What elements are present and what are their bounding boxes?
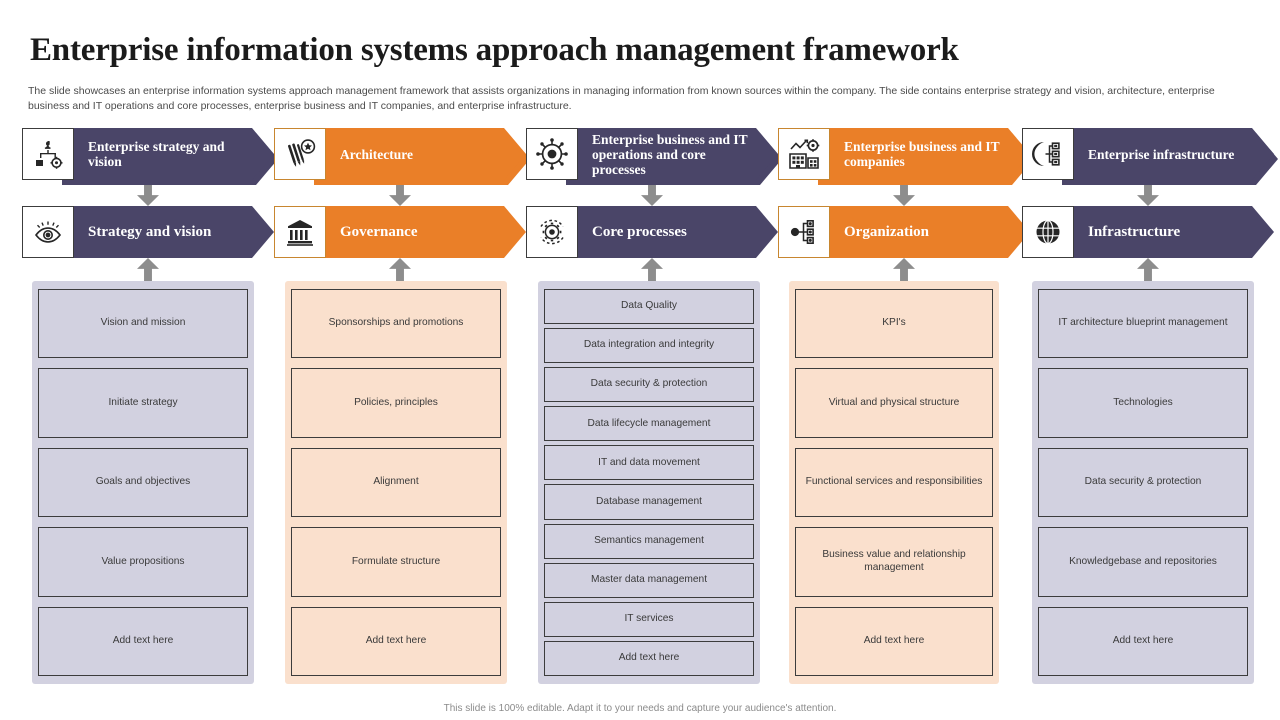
- sub-header-label: Infrastructure: [1088, 223, 1181, 240]
- top-header-arrow[interactable]: Enterprise strategy and vision: [58, 128, 274, 180]
- list-item[interactable]: Add text here: [1038, 606, 1248, 676]
- list-item[interactable]: Data security & protection: [1038, 447, 1248, 518]
- drafting-tools-star-icon: [274, 128, 326, 180]
- gear-circle-icon: [526, 206, 578, 258]
- list-item[interactable]: Data security & protection: [544, 367, 754, 403]
- factory-chart-gear-icon: [778, 128, 830, 180]
- bank-building-icon: [274, 206, 326, 258]
- page-title: Enterprise information systems approach …: [30, 32, 959, 68]
- list-item[interactable]: Formulate structure: [291, 527, 501, 597]
- framework-column-3: Enterprise business and IT operations an…: [526, 128, 778, 284]
- sub-header-arrow[interactable]: Core processes: [562, 206, 778, 258]
- server-rack-icon: [1022, 128, 1074, 180]
- list-item[interactable]: Technologies: [1038, 368, 1248, 438]
- arrow-up-icon: [641, 258, 663, 284]
- arrow-down-icon: [641, 180, 663, 206]
- list-item[interactable]: Sponsorships and promotions: [291, 289, 501, 359]
- top-header-arrow[interactable]: Enterprise business and IT companies: [814, 128, 1030, 180]
- list-item[interactable]: Data integration and integrity: [544, 328, 754, 364]
- arrow-down-icon: [1137, 180, 1159, 206]
- column-top-header-4[interactable]: Enterprise business and IT companies: [778, 128, 1030, 180]
- top-header-label: Enterprise business and IT operations an…: [592, 131, 748, 177]
- sub-header-arrow[interactable]: Infrastructure: [1058, 206, 1274, 258]
- top-header-arrow[interactable]: Enterprise business and IT operations an…: [562, 128, 778, 180]
- eye-vision-icon: [22, 206, 74, 258]
- top-header-arrow[interactable]: Architecture: [310, 128, 526, 180]
- list-item[interactable]: Add text here: [291, 606, 501, 676]
- globe-grid-icon: [1022, 206, 1074, 258]
- list-item[interactable]: Vision and mission: [38, 289, 248, 359]
- sub-header-label: Organization: [844, 223, 929, 240]
- column-sub-header-3[interactable]: Core processes: [526, 206, 778, 258]
- column-sub-header-2[interactable]: Governance: [274, 206, 526, 258]
- sub-header-arrow[interactable]: Governance: [310, 206, 526, 258]
- list-item[interactable]: Goals and objectives: [38, 447, 248, 518]
- list-item[interactable]: Database management: [544, 484, 754, 520]
- list-item[interactable]: Policies, principles: [291, 368, 501, 438]
- sub-header-arrow[interactable]: Organization: [814, 206, 1030, 258]
- list-item[interactable]: KPI's: [795, 289, 993, 359]
- arrow-down-icon: [893, 180, 915, 206]
- org-chart-icon: [778, 206, 830, 258]
- column-top-header-3[interactable]: Enterprise business and IT operations an…: [526, 128, 778, 180]
- list-item[interactable]: Data lifecycle management: [544, 406, 754, 442]
- column-top-header-5[interactable]: Enterprise infrastructure: [1022, 128, 1274, 180]
- list-item[interactable]: IT services: [544, 601, 754, 637]
- column-sub-header-1[interactable]: Strategy and vision: [22, 206, 274, 258]
- list-item[interactable]: Add text here: [544, 640, 754, 676]
- top-header-label: Enterprise strategy and vision: [88, 139, 225, 169]
- sub-header-label: Governance: [340, 223, 418, 240]
- slide-description: The slide showcases an enterprise inform…: [28, 85, 1215, 112]
- list-item[interactable]: Add text here: [795, 606, 993, 676]
- list-item[interactable]: Master data management: [544, 562, 754, 598]
- arrow-up-icon: [137, 258, 159, 284]
- column-top-header-2[interactable]: Architecture: [274, 128, 526, 180]
- list-item[interactable]: Value propositions: [38, 527, 248, 597]
- column-sub-header-5[interactable]: Infrastructure: [1022, 206, 1274, 258]
- list-item[interactable]: IT and data movement: [544, 445, 754, 481]
- arrow-up-icon: [893, 258, 915, 284]
- arrow-up-icon: [389, 258, 411, 284]
- top-header-arrow[interactable]: Enterprise infrastructure: [1058, 128, 1274, 180]
- slide-footer-note: This slide is 100% editable. Adapt it to…: [443, 703, 837, 714]
- list-item[interactable]: Virtual and physical structure: [795, 368, 993, 438]
- arrow-down-icon: [137, 180, 159, 206]
- sub-header-label: Strategy and vision: [88, 223, 212, 240]
- gear-network-icon: [526, 128, 578, 180]
- list-item[interactable]: Add text here: [38, 606, 248, 676]
- column-sub-header-4[interactable]: Organization: [778, 206, 1030, 258]
- list-item[interactable]: Business value and relationship manageme…: [795, 527, 993, 597]
- sub-header-label: Core processes: [592, 223, 687, 240]
- list-item[interactable]: Data Quality: [544, 289, 754, 325]
- list-item[interactable]: Semantics management: [544, 523, 754, 559]
- list-item[interactable]: Initiate strategy: [38, 368, 248, 438]
- list-item[interactable]: Alignment: [291, 447, 501, 518]
- list-item[interactable]: Knowledgebase and repositories: [1038, 527, 1248, 597]
- column-top-header-1[interactable]: Enterprise strategy and vision: [22, 128, 274, 180]
- sub-header-arrow[interactable]: Strategy and vision: [58, 206, 274, 258]
- arrow-up-icon: [1137, 258, 1159, 284]
- top-header-label: Enterprise infrastructure: [1088, 146, 1235, 162]
- top-header-label: Enterprise business and IT companies: [844, 139, 1000, 169]
- strategy-chess-gear-icon: [22, 128, 74, 180]
- list-item[interactable]: Functional services and responsibilities: [795, 447, 993, 518]
- arrow-down-icon: [389, 180, 411, 206]
- top-header-label: Architecture: [340, 146, 413, 162]
- list-item[interactable]: IT architecture blueprint management: [1038, 289, 1248, 359]
